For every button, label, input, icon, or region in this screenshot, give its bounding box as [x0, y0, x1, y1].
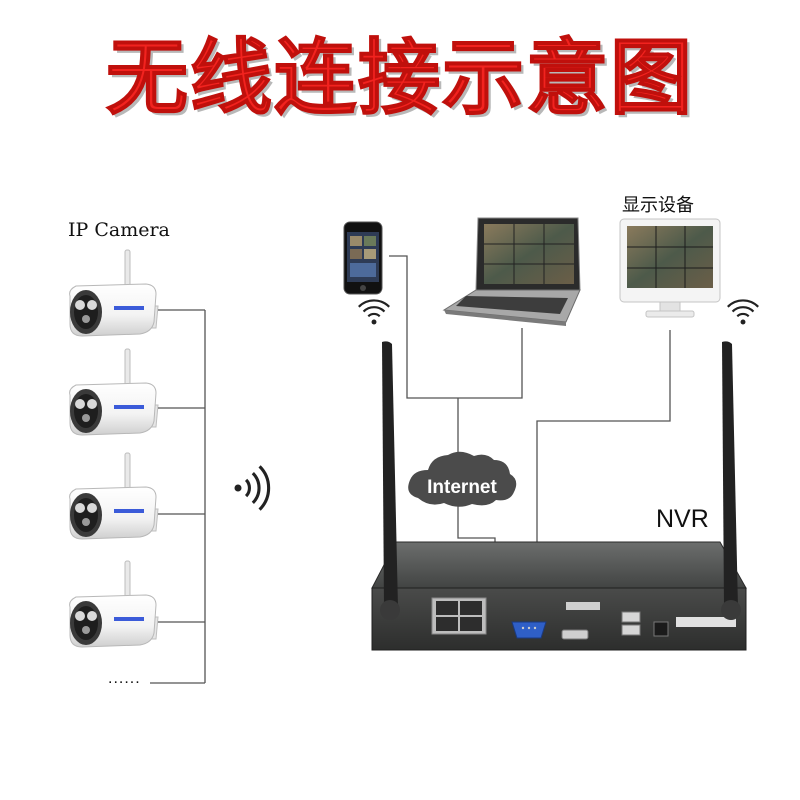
- display-device-label: 显示设备: [622, 195, 694, 216]
- camera-connection-lines: [150, 309, 206, 684]
- wifi-signal-icon: [232, 464, 271, 512]
- smartphone-icon: [343, 221, 383, 295]
- cloud-icon: [408, 451, 517, 507]
- ip-camera-2: [69, 348, 159, 436]
- laptop-icon: [442, 217, 581, 326]
- more-cameras-label: ......: [108, 670, 141, 687]
- ip-camera-label: IP Camera: [68, 219, 170, 241]
- wifi-signal-icon-right: [726, 299, 760, 326]
- ip-camera-3: [69, 452, 159, 540]
- internet-label: Internet: [427, 477, 497, 498]
- ip-camera-4: [69, 560, 159, 648]
- antenna-icon-left: [380, 341, 400, 620]
- page-title: 无线连接示意图: [105, 31, 694, 126]
- ip-camera-1: [69, 249, 159, 337]
- nvr-label: NVR: [656, 505, 709, 533]
- wifi-signal-icon-left: [357, 299, 391, 326]
- nvr-recorder-icon: [371, 541, 747, 651]
- antenna-icon-right: [721, 341, 741, 620]
- monitor-icon: [619, 218, 721, 318]
